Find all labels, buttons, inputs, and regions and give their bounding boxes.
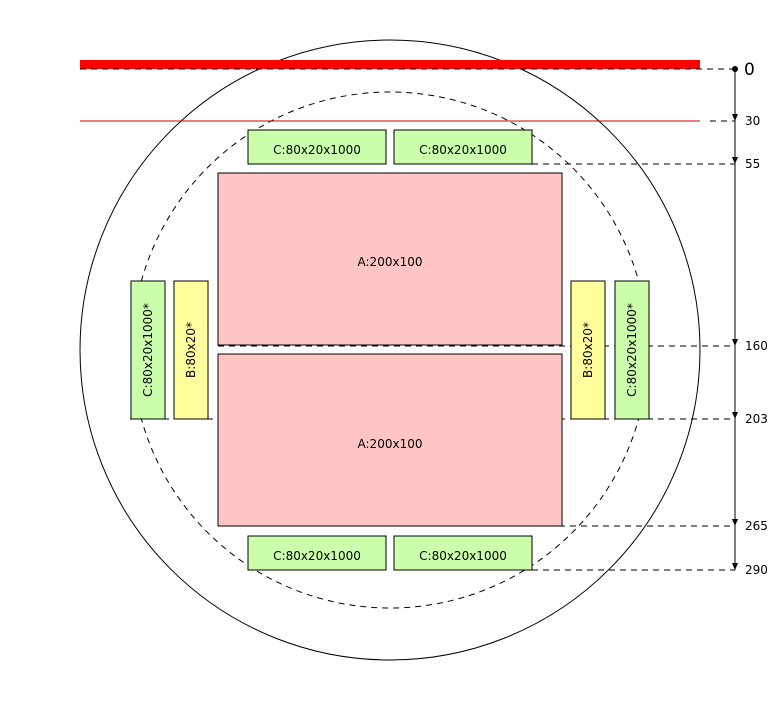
scale-label-160: 160 <box>745 339 768 353</box>
scale-label-0: 0 <box>744 60 755 80</box>
block-b-right-label: B:80x20* <box>581 322 595 378</box>
block-c-top-left-label: C:80x20x1000 <box>273 143 361 157</box>
block-c-side-right-label: C:80x20x1000* <box>625 303 639 397</box>
block-c-top-left: C:80x20x1000 <box>247 129 387 165</box>
block-c-bottom-left: C:80x20x1000 <box>247 535 387 571</box>
block-c-side-right: C:80x20x1000* <box>614 280 650 420</box>
scale-arrow-160 <box>732 339 738 346</box>
scale-arrow-290 <box>732 563 738 570</box>
scale-arrow-203 <box>732 412 738 419</box>
block-c-bottom-right: C:80x20x1000 <box>393 535 533 571</box>
scale-label-30: 30 <box>745 114 760 128</box>
scale-label-203: 203 <box>745 412 768 426</box>
scale-arrow-55 <box>732 157 738 164</box>
scale-label-265: 265 <box>745 519 768 533</box>
block-b-right: B:80x20* <box>570 280 606 420</box>
block-a-top: A:200x100 <box>217 172 563 346</box>
scale-origin-dot <box>732 66 738 72</box>
block-c-bottom-left-label: C:80x20x1000 <box>273 549 361 563</box>
block-a-bottom: A:200x100 <box>217 353 563 527</box>
block-c-top-right: C:80x20x1000 <box>393 129 533 165</box>
block-a-bottom-label: A:200x100 <box>358 437 423 451</box>
top-edge-bar <box>80 60 700 69</box>
block-c-side-left-label: C:80x20x1000* <box>141 303 155 397</box>
scale-label-290: 290 <box>745 563 768 577</box>
block-b-left-label: B:80x20* <box>184 322 198 378</box>
block-c-side-left: C:80x20x1000* <box>130 280 166 420</box>
vertical-scale: 0 30 55 160 203 265 290 <box>732 60 768 577</box>
block-a-top-label: A:200x100 <box>358 255 423 269</box>
scale-arrow-30 <box>732 114 738 121</box>
scale-label-55: 55 <box>745 157 760 171</box>
block-b-left: B:80x20* <box>173 280 209 420</box>
block-c-bottom-right-label: C:80x20x1000 <box>419 549 507 563</box>
scale-arrow-265 <box>732 519 738 526</box>
block-c-top-right-label: C:80x20x1000 <box>419 143 507 157</box>
outer-circle <box>79 39 701 661</box>
